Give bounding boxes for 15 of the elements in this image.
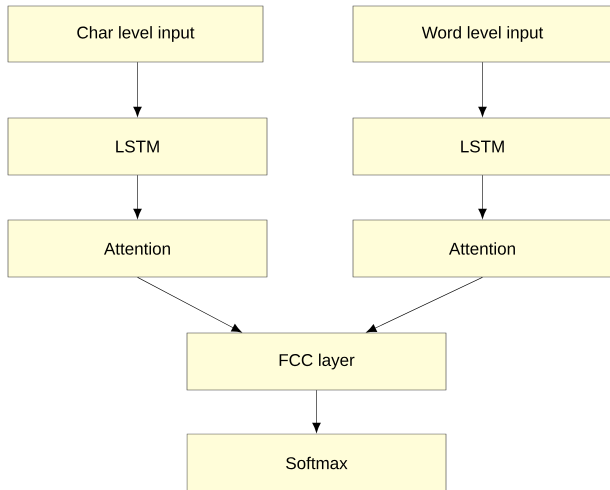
process-box: Char level input [8,6,264,62]
arrow [137,277,242,332]
process-box: Word level input [352,6,610,62]
process-box: Softmax [186,434,446,490]
arrow [478,62,487,117]
process-box: FCC layer [186,332,446,390]
process-box: LSTM [8,118,268,176]
process-box: Attention [8,220,268,278]
arrow [312,390,321,433]
arrow [366,277,483,333]
arrow [133,62,142,117]
arrow [478,175,487,219]
process-box: LSTM [352,118,610,176]
process-box: Attention [352,220,610,278]
arrow [133,175,142,219]
